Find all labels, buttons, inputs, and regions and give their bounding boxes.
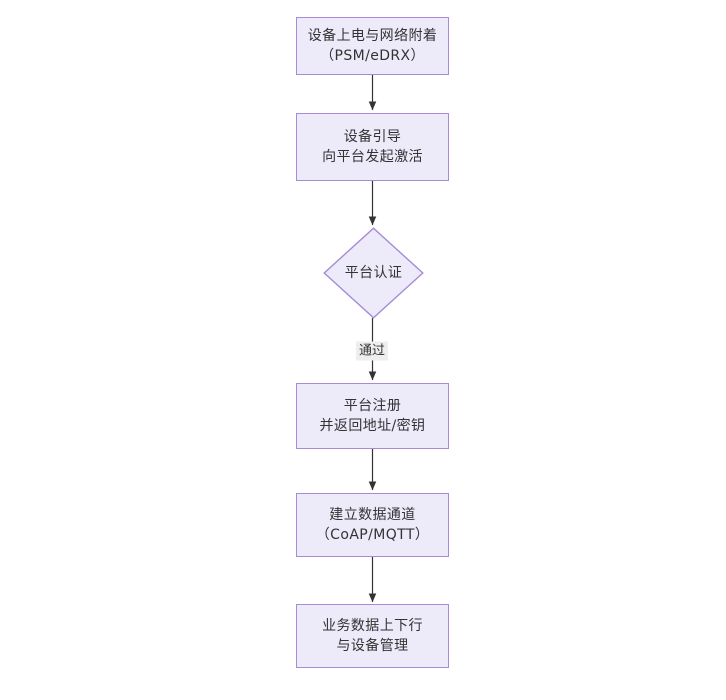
- node-label-line1: 平台注册: [343, 398, 402, 414]
- diamond-shape: [323, 227, 424, 319]
- node-label-line2: （PSM/eDRX）: [320, 48, 425, 64]
- node-label-line1: 设备上电与网络附着: [307, 28, 438, 44]
- node-label-line2: 与设备管理: [336, 638, 409, 654]
- node-device-bootstrap[interactable]: 设备引导 向平台发起激活: [296, 113, 449, 181]
- edge-label-pass: 通过: [355, 341, 389, 361]
- node-establish-data-channel[interactable]: 建立数据通道 （CoAP/MQTT）: [296, 493, 449, 557]
- node-business-data-and-device-management[interactable]: 业务数据上下行 与设备管理: [296, 604, 449, 668]
- node-platform-authentication[interactable]: 平台认证: [323, 227, 424, 319]
- node-label-line1: 平台认证: [344, 265, 403, 281]
- node-label-line2: 并返回地址/密钥: [319, 418, 426, 434]
- node-label-line2: （CoAP/MQTT）: [315, 527, 430, 543]
- node-label-line1: 业务数据上下行: [322, 618, 423, 634]
- node-label-line2: 向平台发起激活: [322, 149, 423, 165]
- node-platform-registration[interactable]: 平台注册 并返回地址/密钥: [296, 383, 449, 449]
- node-device-power-on[interactable]: 设备上电与网络附着 （PSM/eDRX）: [296, 17, 449, 75]
- node-label-line1: 设备引导: [343, 129, 402, 145]
- node-label-line1: 建立数据通道: [329, 507, 416, 523]
